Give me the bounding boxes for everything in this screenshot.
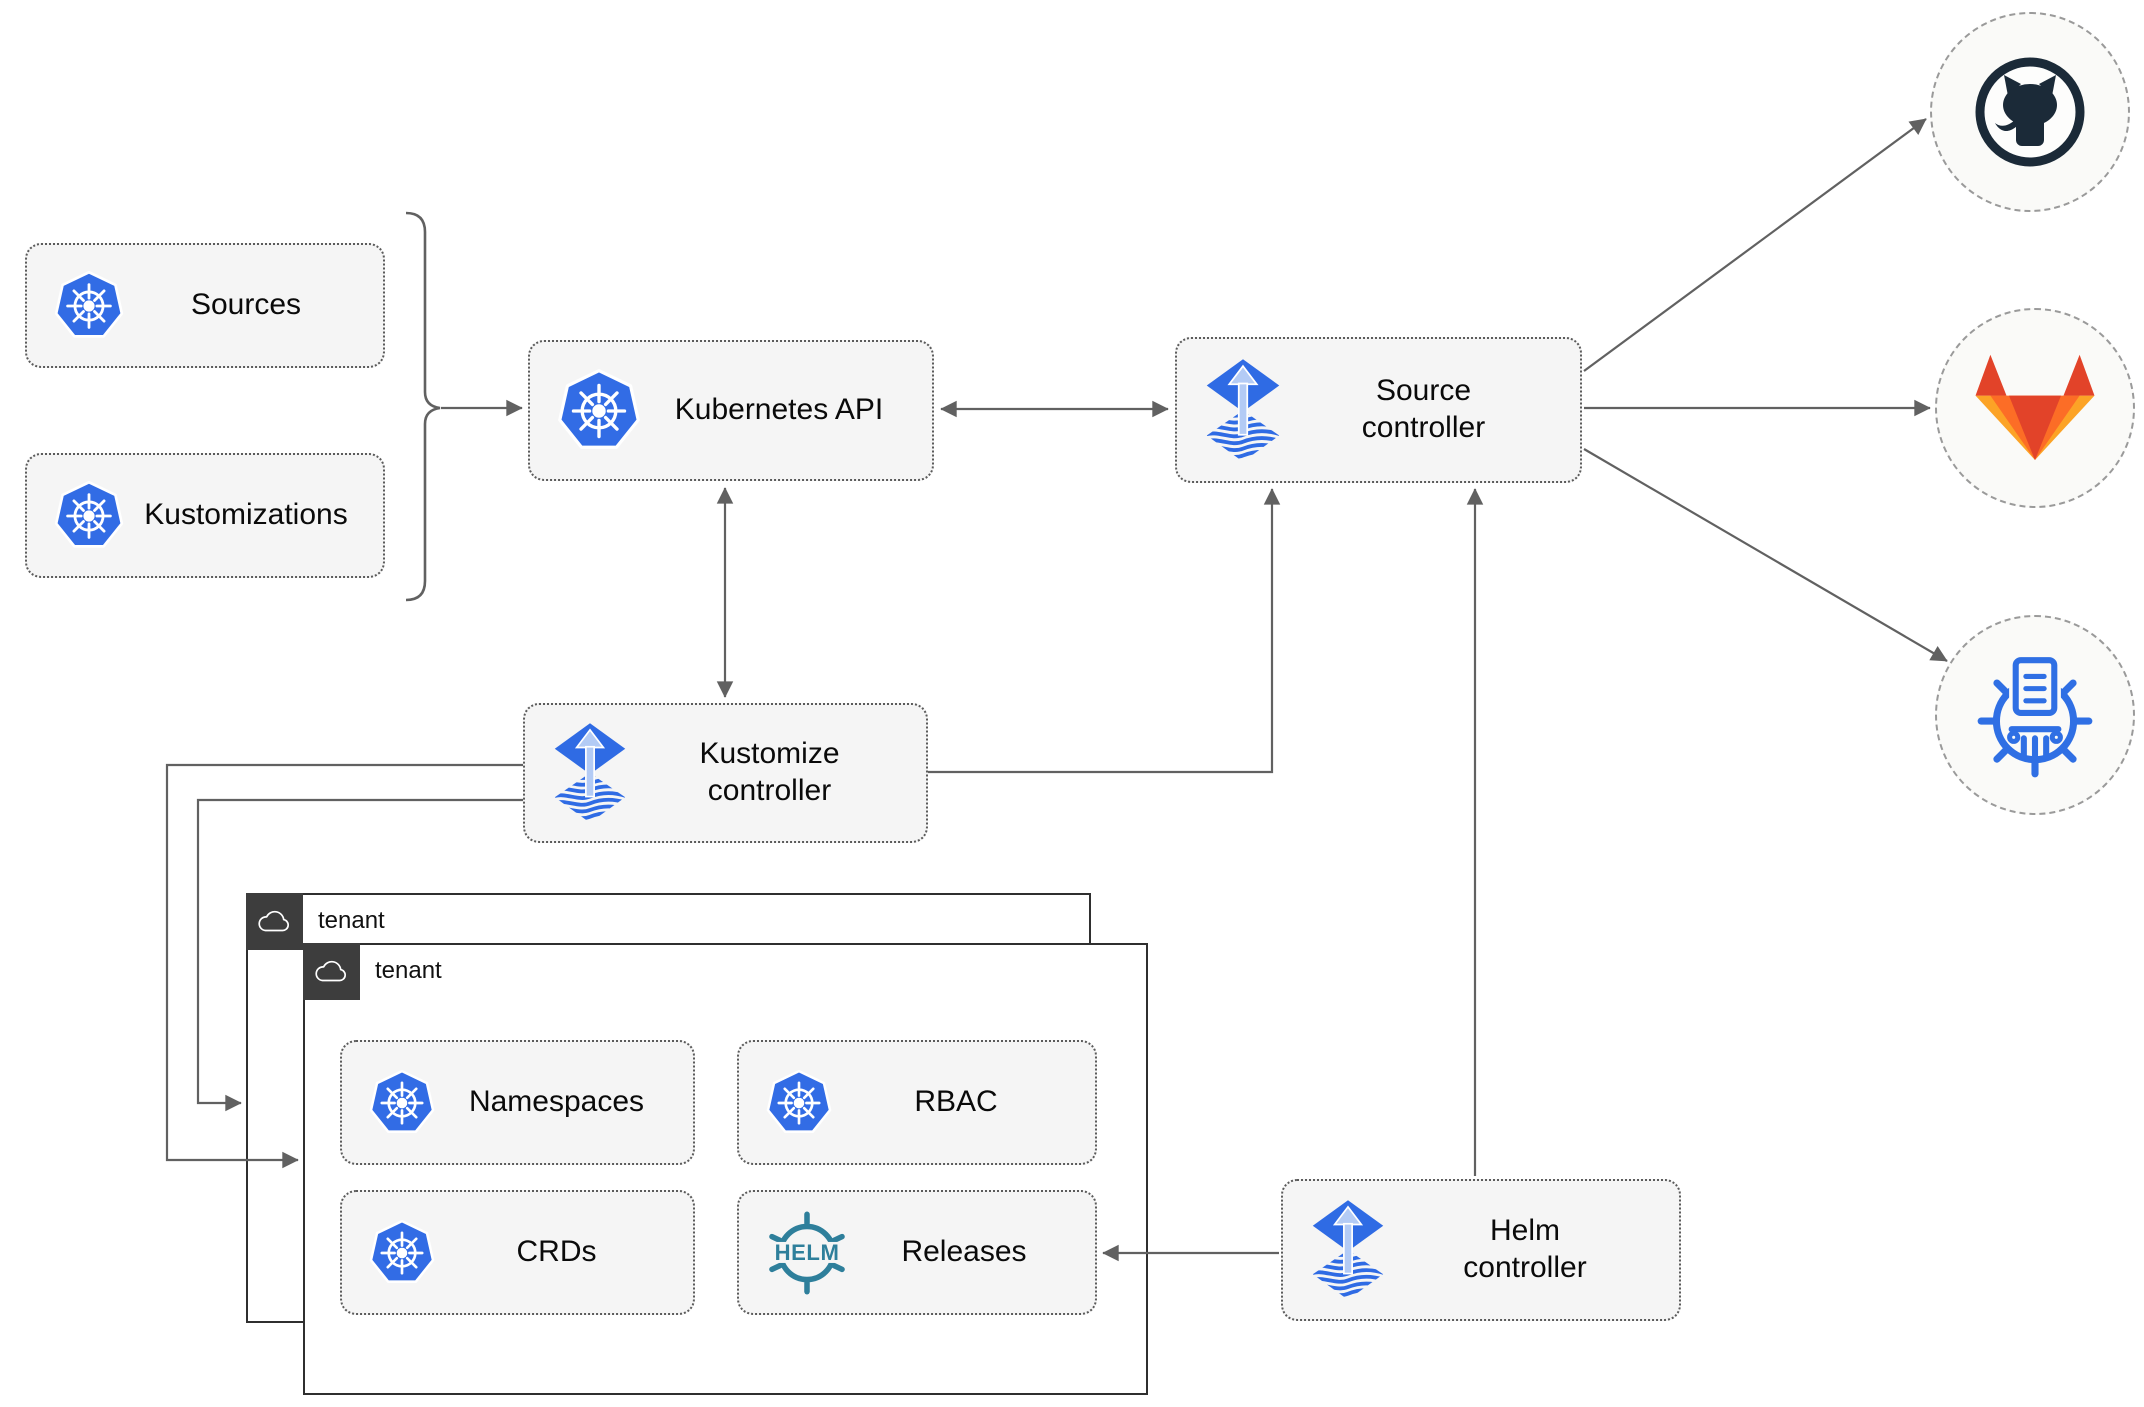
edge-brace (405, 211, 441, 602)
flux-icon (1309, 1199, 1387, 1301)
edge-source-to-helm-repository (1583, 448, 1948, 662)
remote-github (1930, 12, 2130, 212)
node-namespaces: Namespaces (340, 1040, 695, 1165)
node-label: Sources (190, 288, 302, 322)
tenant-group-inner: tenant (302, 942, 1148, 1395)
node-releases: Releases (737, 1190, 1097, 1315)
remote-helm-repository (1935, 615, 2135, 815)
node-label: Releases (901, 1235, 1027, 1269)
node-label: Kustomize controller (699, 737, 840, 807)
kubernetes-icon (765, 1069, 833, 1137)
node-kustomizations: Kustomizations (25, 453, 385, 578)
node-label: CRDs (516, 1235, 597, 1269)
tenant-header (302, 942, 360, 1000)
flux-icon (551, 722, 629, 824)
tenant-label: tenant (318, 907, 385, 934)
remote-gitlab (1935, 308, 2135, 508)
kubernetes-icon (368, 1069, 436, 1137)
cloud-icon (256, 908, 292, 934)
tenant-label: tenant (375, 957, 442, 984)
node-label: Namespaces (468, 1085, 645, 1119)
node-label: Helm controller (1463, 1214, 1587, 1284)
helm-wheel-icon (765, 1211, 849, 1295)
node-label: Source controller (1361, 374, 1486, 444)
node-helm-controller: Helm controller (1281, 1179, 1681, 1321)
edge-kustomize-to-source-controller (928, 488, 1281, 774)
node-label: Kubernetes API (674, 393, 884, 427)
node-label: Kustomizations (144, 498, 348, 532)
kubernetes-icon (53, 480, 125, 552)
tenant-header (245, 892, 303, 950)
node-rbac: RBAC (737, 1040, 1097, 1165)
node-kustomize-controller: Kustomize controller (523, 703, 928, 843)
github-icon (1970, 52, 2090, 172)
helm-repository-icon (1968, 648, 2102, 782)
node-label: RBAC (914, 1085, 998, 1119)
edge-source-to-github (1583, 118, 1927, 372)
kubernetes-icon (53, 270, 125, 342)
flux-icon (1203, 358, 1283, 463)
node-sources: Sources (25, 243, 385, 368)
node-crds: CRDs (340, 1190, 695, 1315)
kubernetes-icon (556, 368, 642, 454)
gitlab-icon (1973, 351, 2097, 465)
node-kubernetes-api: Kubernetes API (528, 340, 934, 481)
node-source-controller: Source controller (1175, 337, 1582, 483)
cloud-icon (313, 958, 349, 984)
kubernetes-icon (368, 1219, 436, 1287)
